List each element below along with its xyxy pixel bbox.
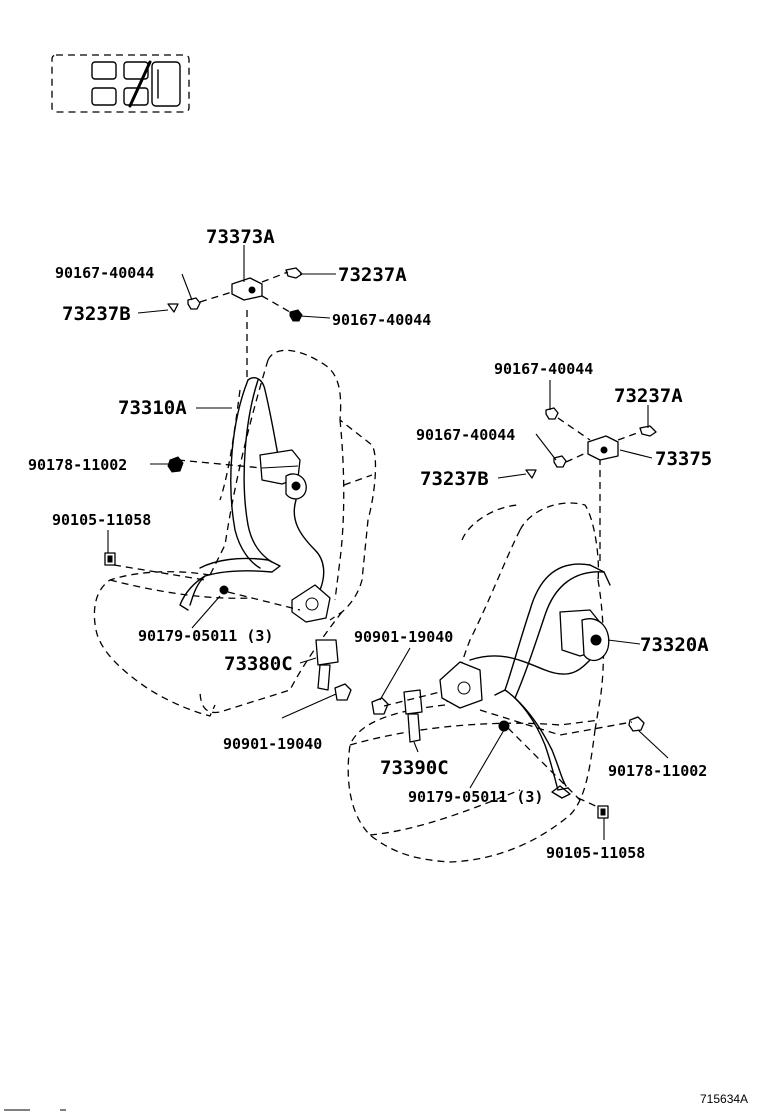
label-73380C: 73380C <box>224 653 293 675</box>
left-upper-anchor-cluster <box>167 267 303 322</box>
label-90105-11058-left: 90105-11058 <box>52 511 151 529</box>
label-73237A-right: 73237A <box>614 385 683 407</box>
label-90167-40044-right-mid: 90167-40044 <box>416 426 515 444</box>
label-90167-40044-top-right: 90167-40044 <box>332 311 431 329</box>
leader-lines <box>107 245 669 840</box>
figure-code: 715634A <box>700 1092 748 1106</box>
label-73320A: 73320A <box>640 634 709 656</box>
label-90901-19040-left: 90901-19040 <box>223 735 322 753</box>
seat-position-locator-icon <box>51 54 190 113</box>
label-90178-11002-right: 90178-11002 <box>608 762 707 780</box>
label-73237A-left: 73237A <box>338 264 407 286</box>
label-73373A: 73373A <box>206 226 275 248</box>
label-90105-11058-right: 90105-11058 <box>546 844 645 862</box>
label-90179-05011-right: 90179-05011 (3) <box>408 788 543 806</box>
label-90178-11002-left: 90178-11002 <box>28 456 127 474</box>
label-90167-40044-right-top: 90167-40044 <box>494 360 593 378</box>
label-90167-40044-top-left: 90167-40044 <box>55 264 154 282</box>
label-73375: 73375 <box>655 448 712 470</box>
part-number-labels: 73373A 73237A 90167-40044 73237B 90167-4… <box>28 226 712 862</box>
label-73237B-right: 73237B <box>420 468 489 490</box>
label-73237B-left: 73237B <box>62 303 131 325</box>
left-seat-assembly <box>93 310 377 717</box>
right-upper-anchor-cluster <box>525 407 657 479</box>
label-73310A: 73310A <box>118 397 187 419</box>
label-90901-19040-right: 90901-19040 <box>354 628 453 646</box>
label-90179-05011-left: 90179-05011 (3) <box>138 627 273 645</box>
right-seat-assembly <box>347 458 645 863</box>
label-73390C: 73390C <box>380 757 449 779</box>
